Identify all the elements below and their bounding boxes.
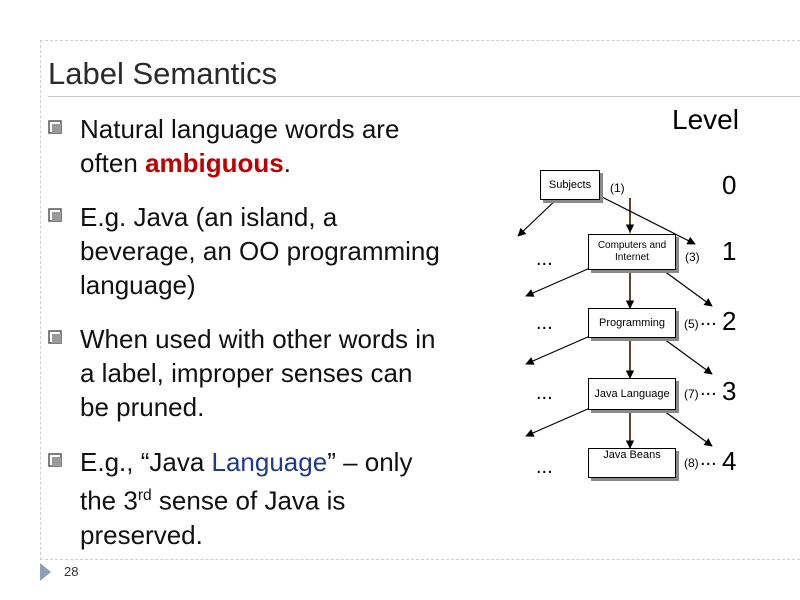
- frame-left-border: [40, 40, 41, 560]
- checkbox-bullet-icon: [48, 330, 62, 344]
- ellipsis-left-2: ...: [536, 312, 553, 334]
- level-2: 2: [722, 306, 737, 336]
- node-computers-and-internet: Computers and Internet: [588, 234, 676, 270]
- frame-bottom-border: [40, 559, 800, 560]
- ellipsis-right-4: ...: [700, 448, 717, 470]
- edge-javalang-left: [525, 407, 591, 437]
- page-arrow-icon: [40, 563, 51, 581]
- language-emphasis: Language: [211, 447, 328, 477]
- node-programming: Programming: [588, 308, 676, 338]
- level-header: Level: [672, 104, 739, 135]
- edge-subjects-left: [517, 195, 561, 237]
- count-computers: (3): [685, 250, 700, 264]
- title-divider: [48, 96, 800, 97]
- bullet-2-text: E.g. Java (an island, a beverage, an OO …: [80, 202, 440, 300]
- node-java-language: Java Language: [588, 378, 676, 410]
- node-subjects: Subjects: [540, 170, 600, 200]
- bullet-3: When used with other words in a label, i…: [48, 322, 448, 424]
- bullet-1: Natural language words are often ambiguo…: [48, 112, 448, 180]
- count-java-beans: (8): [684, 456, 699, 470]
- edge-computers-right: [659, 267, 713, 307]
- edge-computers-left: [525, 267, 591, 297]
- bullet-3-text: When used with other words in a label, i…: [80, 324, 436, 422]
- bullet-1-text: Natural language words are often ambiguo…: [80, 114, 400, 178]
- ambiguous-emphasis: ambiguous: [145, 148, 284, 178]
- level-1: 1: [722, 236, 737, 266]
- level-3: 3: [722, 376, 737, 406]
- ellipsis-right-2: ...: [700, 308, 717, 330]
- bullet-2: E.g. Java (an island, a beverage, an OO …: [48, 200, 448, 302]
- edge-programming-right: [659, 335, 713, 375]
- checkbox-bullet-icon: [48, 453, 62, 467]
- bullet-4-text: E.g., “Java Language” – only the 3rd sen…: [80, 447, 413, 550]
- edge-subjects-right: [599, 195, 696, 245]
- edge-programming-left: [525, 335, 591, 365]
- frame-top-border: [40, 40, 800, 41]
- edge-javalang-right: [659, 407, 713, 447]
- checkbox-bullet-icon: [48, 120, 62, 134]
- count-java-language: (7): [684, 387, 699, 401]
- slide-title: Label Semantics: [48, 56, 278, 91]
- page-number: 28: [64, 564, 79, 579]
- node-java-beans: Java Beans: [588, 448, 676, 478]
- level-4: 4: [722, 446, 737, 476]
- ellipsis-left-3: ...: [536, 382, 553, 404]
- ellipsis-left-4: ...: [536, 456, 553, 478]
- level-0: 0: [722, 170, 737, 200]
- ellipsis-left-1: ...: [536, 248, 553, 270]
- count-programming: (5): [684, 317, 699, 331]
- count-subjects: (1): [610, 181, 625, 195]
- checkbox-bullet-icon: [48, 208, 62, 222]
- bullet-4: E.g., “Java Language” – only the 3rd sen…: [48, 445, 448, 552]
- ellipsis-right-3: ...: [700, 378, 717, 400]
